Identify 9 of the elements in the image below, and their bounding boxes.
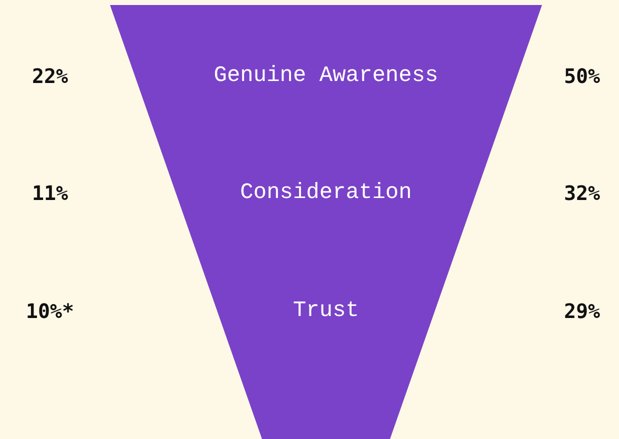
percentage-label: 29% [562,299,602,323]
funnel-stage-label: Consideration [239,180,413,206]
percentage-label: 50% [562,64,602,88]
percentage-label: 10%* [24,299,76,323]
percentage-label: 22% [30,64,70,88]
percentage-label: 32% [562,181,602,205]
percentage-label: 11% [30,181,70,205]
funnel-stage-label: Genuine Awareness [212,63,440,89]
funnel-stage-label: Trust [292,298,360,324]
